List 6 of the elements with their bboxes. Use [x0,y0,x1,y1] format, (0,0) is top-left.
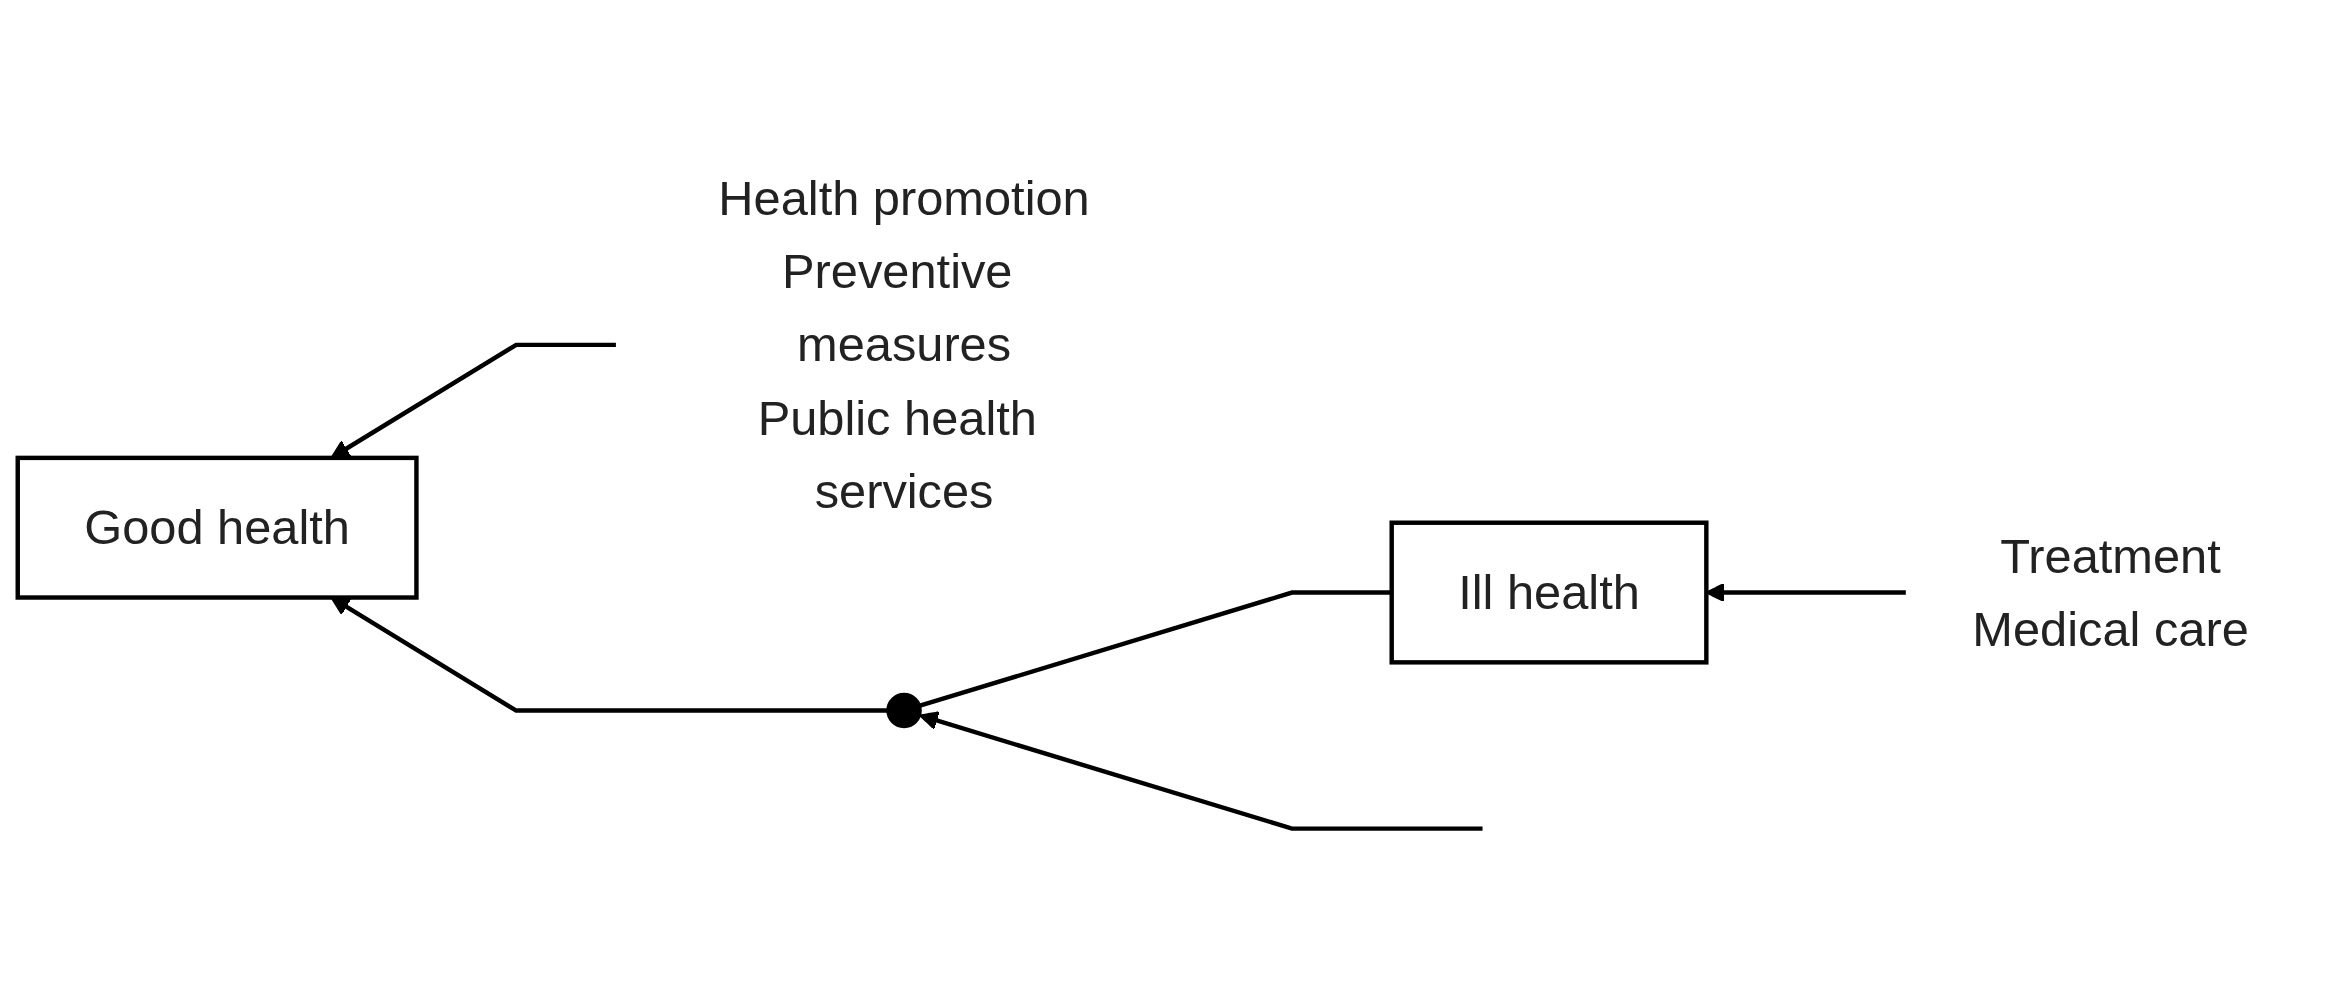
node-text: Health promotion Preventive measures Public health services [718,171,1090,520]
node-text: Treatment Medical care [1972,528,2249,658]
node-circle [886,693,922,729]
arrow [919,711,1483,831]
node-box: Ill health [1389,520,1709,665]
node-box: Good health [15,455,419,600]
